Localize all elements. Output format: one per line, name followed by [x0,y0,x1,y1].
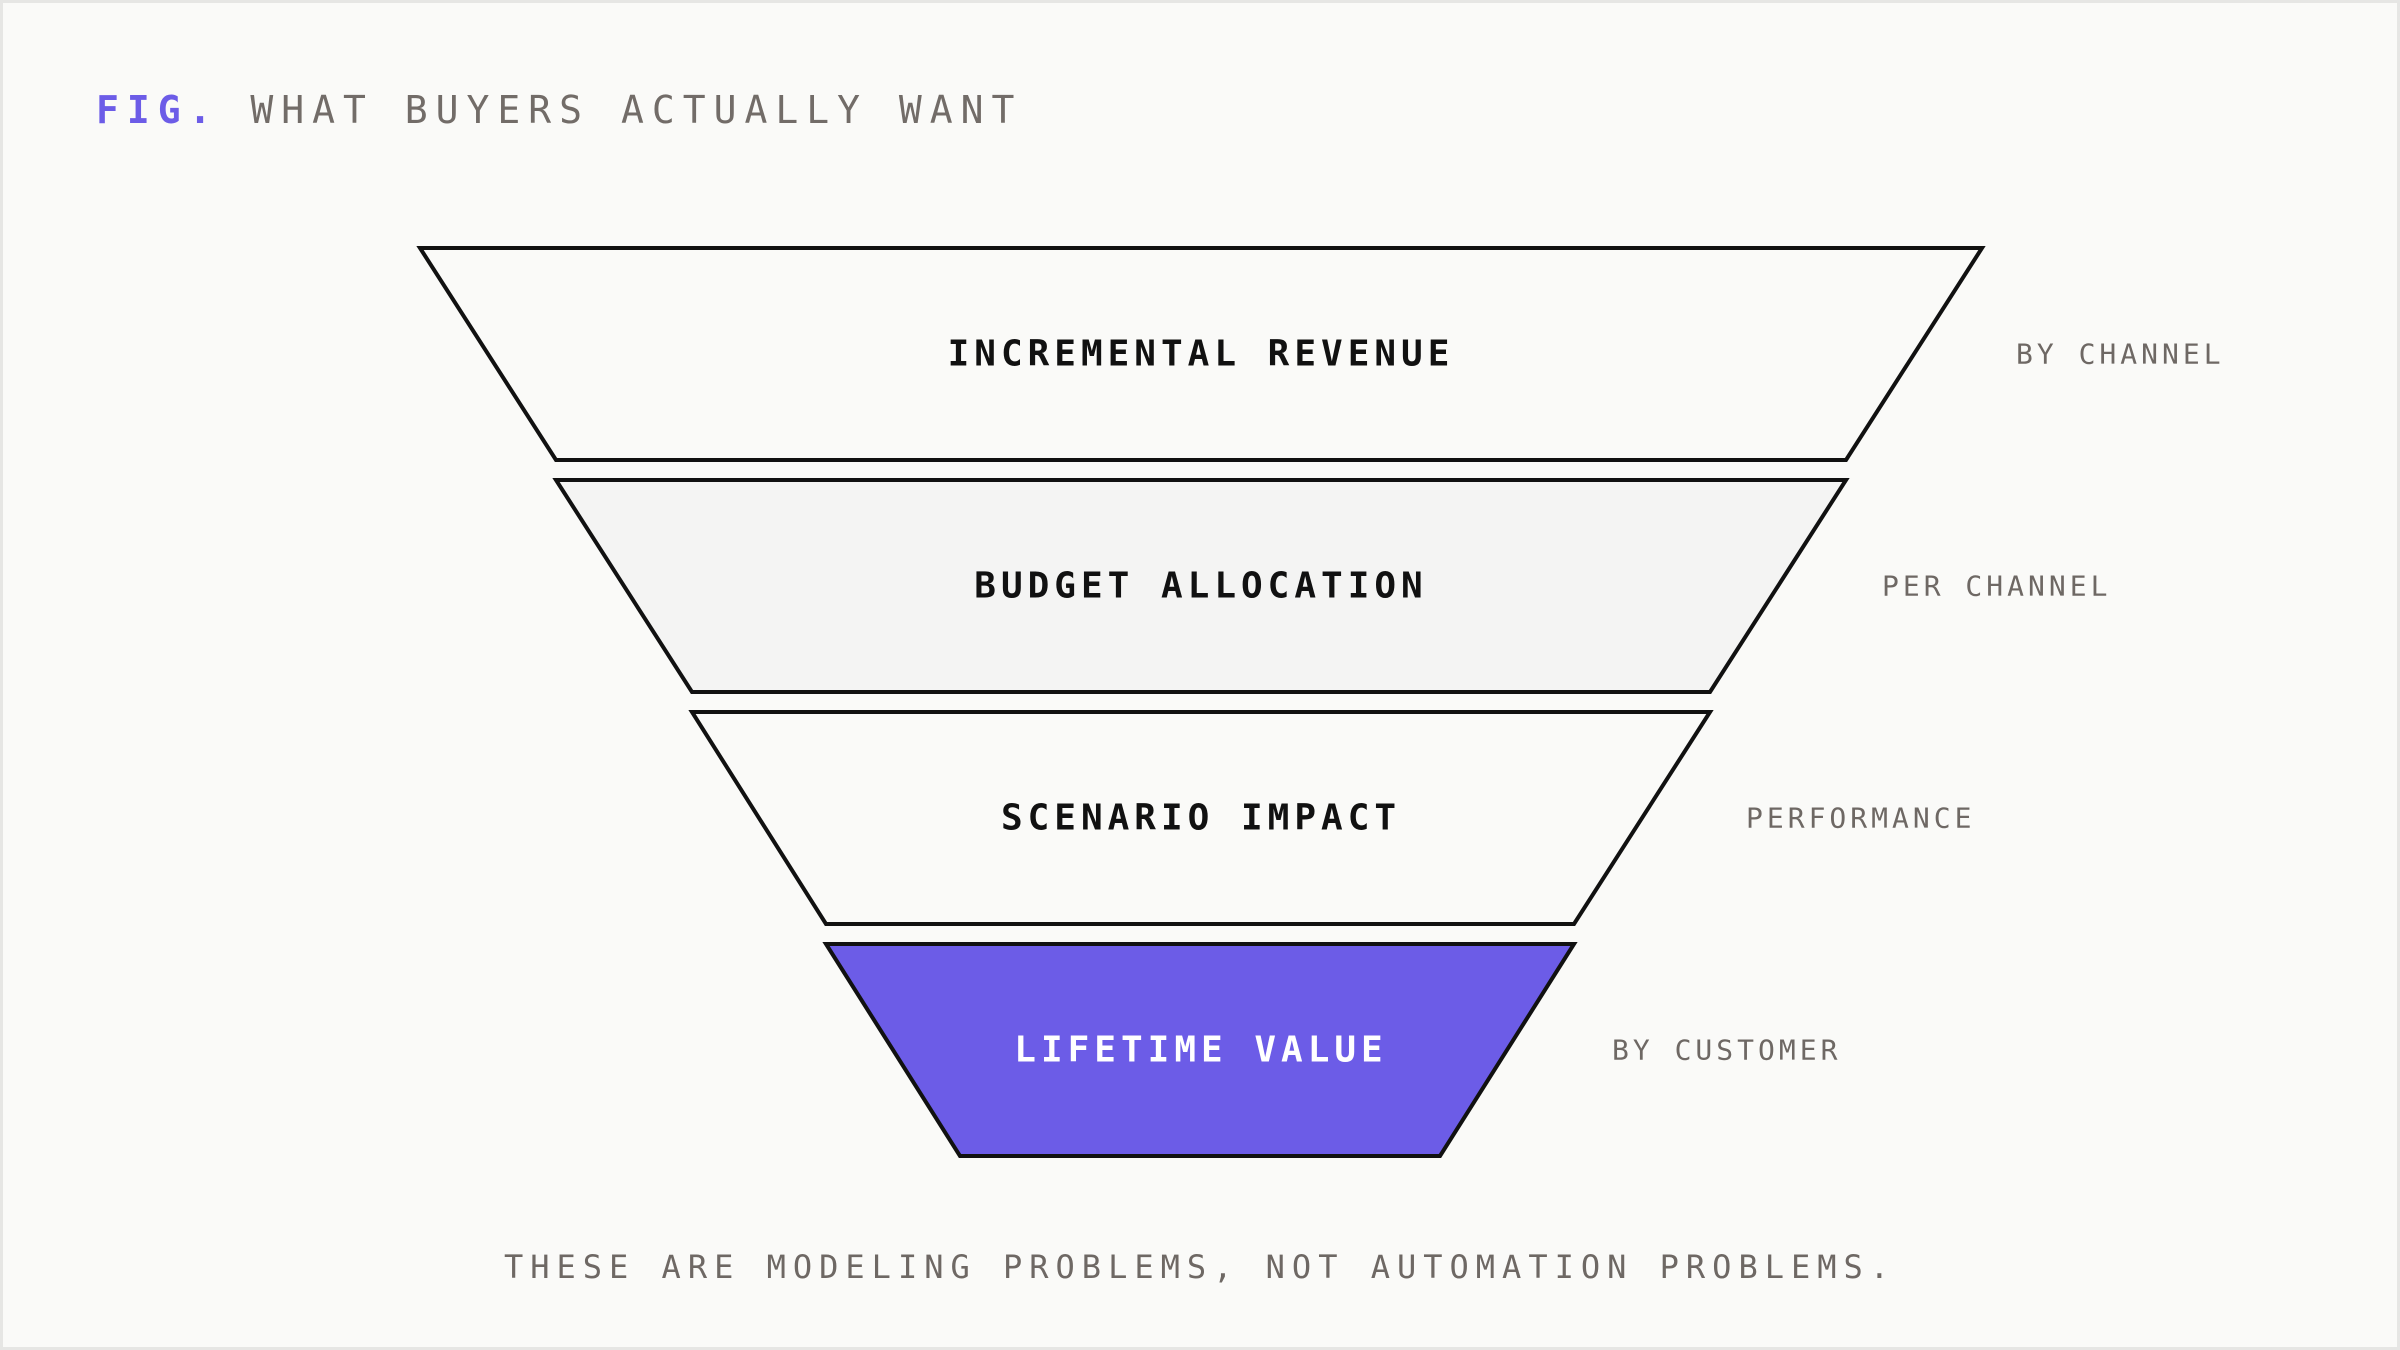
funnel-stage-side-label: PER CHANNEL [1882,570,2111,603]
figure-title: FIG. WHAT BUYERS ACTUALLY WANT [96,88,1022,132]
funnel-stage-shape [552,478,1850,694]
funnel-stage-shape [416,246,1986,462]
funnel-stage-side-label: PERFORMANCE [1746,802,1975,835]
funnel-stage-side-label: BY CUSTOMER [1612,1034,1841,1067]
funnel-stage-side-label: BY CHANNEL [2016,338,2225,371]
funnel-stage-label: INCREMENTAL REVENUE [948,334,1455,375]
funnel-stage-scenario-impact: SCENARIO IMPACT PERFORMANCE [688,710,1975,926]
figure-caption: THESE ARE MODELING PROBLEMS, NOT AUTOMAT… [503,1248,1897,1286]
funnel-stage-shape [822,942,1578,1158]
funnel-stage-shape [688,710,1714,926]
funnel-stage-incremental-revenue: INCREMENTAL REVENUE BY CHANNEL [416,246,2225,462]
figure-title-text: WHAT BUYERS ACTUALLY WANT [250,88,1023,132]
figure-prefix: FIG. [96,88,220,132]
funnel-stage-lifetime-value: LIFETIME VALUE BY CUSTOMER [822,942,1841,1158]
funnel-stage-label: LIFETIME VALUE [1014,1030,1387,1071]
funnel-stage-budget-allocation: BUDGET ALLOCATION PER CHANNEL [552,478,2111,694]
funnel-stage-label: BUDGET ALLOCATION [974,566,1427,607]
funnel-stage-label: SCENARIO IMPACT [1001,798,1401,839]
